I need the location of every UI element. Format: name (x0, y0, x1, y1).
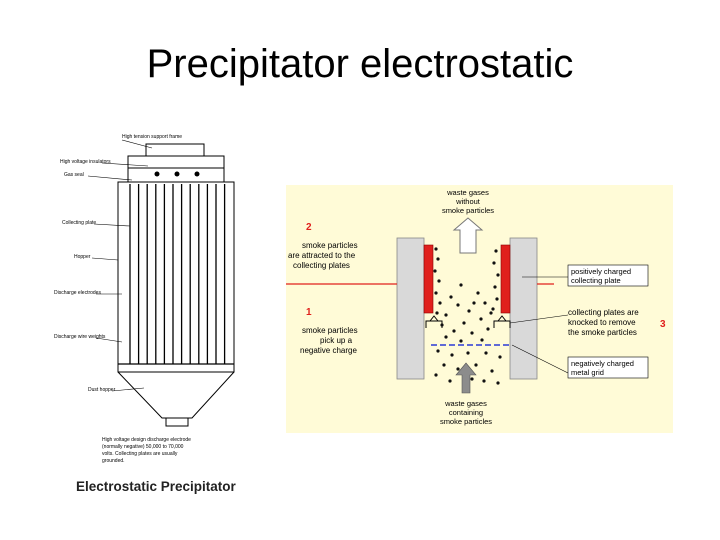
step1-number: 1 (306, 307, 312, 318)
slide-title: Precipitator electrostatic (146, 42, 574, 86)
label-insulators: High voltage insulators (60, 159, 111, 165)
plate-label-line-2: collecting plate (571, 276, 621, 285)
plate-label-line-1: positively charged (571, 267, 631, 276)
label-collecting-plate: Collecting plate (62, 220, 96, 226)
figure-caption: Electrostatic Precipitator (76, 479, 237, 494)
step1-line-3: negative charge (300, 346, 357, 355)
step1-line-2: pick up a (320, 336, 353, 345)
rapper-hammers (425, 315, 511, 328)
smoke-particles (433, 247, 502, 385)
step2-line-1: smoke particles (302, 241, 358, 250)
note-line-2: (normally negative) 50,000 to 70,000 (102, 444, 184, 450)
step3-line-1: collecting plates are (568, 308, 639, 317)
note-line-4: grounded. (102, 458, 125, 464)
label-hopper: Hopper (74, 254, 91, 260)
plate-label-box (567, 264, 649, 287)
bottom-label-line-1: waste gases (444, 399, 487, 408)
outflow-arrow (452, 217, 484, 254)
step3-line-3: the smoke particles (568, 328, 637, 337)
inflow-arrow (455, 362, 477, 394)
step2-number: 2 (306, 222, 312, 233)
process-diagram: waste gases without smoke particles wast… (286, 185, 673, 433)
note-line-3: volts. Collecting plates are usually (102, 451, 178, 457)
grid-label-box (567, 356, 649, 379)
step3-number: 3 (660, 319, 666, 330)
bottom-label-line-3: smoke particles (440, 417, 492, 426)
top-label-line-2: without (455, 197, 481, 206)
step1-line-1: smoke particles (302, 326, 358, 335)
right-collecting-plate (500, 244, 511, 314)
label-dust-hopper: Dust hopper (88, 387, 116, 393)
label-gas-seal: Gas seal (64, 172, 84, 178)
note-line-1: High voltage design discharge electrode (102, 437, 191, 443)
grid-label-line-2: metal grid (571, 368, 604, 377)
left-wall (396, 237, 425, 380)
label-weights: Discharge wire weights (54, 334, 106, 340)
step2-line-3: collecting plates (293, 261, 350, 270)
precipitator-drawing: High tension support frame High voltage … (54, 134, 237, 494)
step2-line-2: are attracted to the (288, 251, 356, 260)
bottom-label-line-2: containing (449, 408, 483, 417)
grid-label-line-1: negatively charged (571, 359, 634, 368)
label-discharge-electrodes: Discharge electrodes (54, 290, 101, 296)
left-collecting-plate (423, 244, 434, 314)
right-wall (509, 237, 538, 380)
top-label-line-1: waste gases (446, 188, 489, 197)
top-label-line-3: smoke particles (442, 206, 494, 215)
label-support-frame: High tension support frame (122, 134, 182, 140)
step3-line-2: knocked to remove (568, 318, 636, 327)
